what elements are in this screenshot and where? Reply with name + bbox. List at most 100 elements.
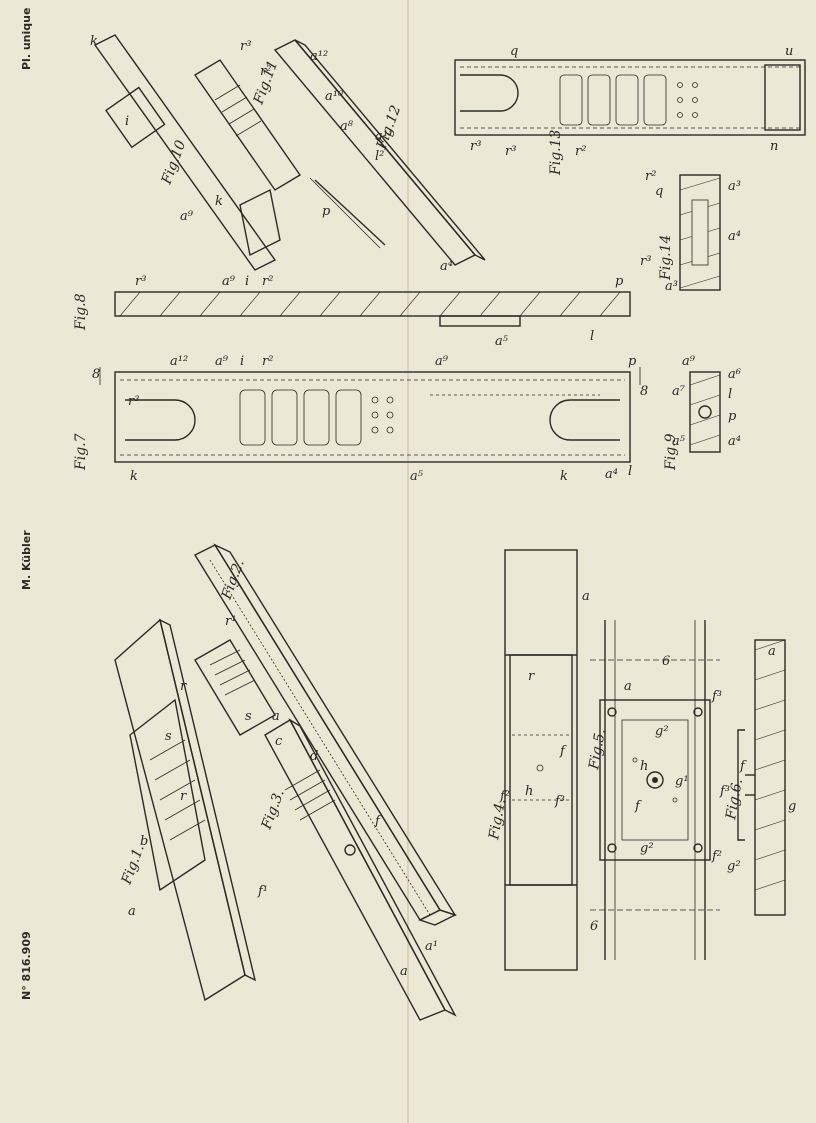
- label-p-fig12: p: [322, 204, 331, 219]
- fig1-label: Fig.1.: [118, 842, 147, 887]
- label-p-fig8: p: [615, 274, 624, 289]
- label-r-fig2: r: [180, 679, 187, 694]
- label-a3-fig14b: a³: [665, 279, 678, 294]
- label-a9-fig7b: a⁹: [435, 354, 449, 369]
- label-r3a-fig13: r³: [470, 139, 481, 154]
- label-k-fig10b: k: [215, 194, 223, 209]
- label-q-fig13: q: [510, 44, 518, 59]
- fig2-label: Fig.2.: [218, 557, 247, 602]
- label-a5-fig7: a⁵: [410, 469, 424, 484]
- fig8-label: Fig.8: [73, 293, 89, 331]
- fig3-label: Fig.3.: [258, 787, 287, 832]
- label-a6-fig9: a⁶: [728, 367, 741, 382]
- label-a5-fig9: a⁵: [672, 434, 686, 449]
- fig14-label: Fig.14: [658, 235, 674, 281]
- label-d-fig2: d: [310, 749, 318, 764]
- fig10-drawing: [93, 34, 281, 271]
- label-f3-fig5: f³: [711, 689, 722, 704]
- fig9-label: Fig.9: [663, 433, 679, 471]
- label-a8-fig12: a⁸: [340, 119, 354, 134]
- label-a9-fig8: a⁹: [222, 274, 236, 289]
- patent-number: N° 816.909: [20, 931, 33, 1000]
- label-i-fig7: i: [240, 354, 244, 369]
- label-g2b-fig5: g²: [640, 841, 654, 856]
- label-g-fig6: g: [788, 799, 796, 814]
- label-a-fig5: a: [624, 679, 632, 694]
- label-g1-fig5: g¹: [675, 774, 689, 789]
- label-a9-fig9: a⁹: [682, 354, 696, 369]
- label-r3-fig7: r³: [128, 394, 139, 409]
- label-a-fig3: a: [272, 709, 280, 724]
- fig12-drawing: [273, 39, 486, 266]
- fig11-drawing: [193, 59, 302, 191]
- label-r2-fig7: r²: [262, 354, 273, 369]
- fig4-drawing: [504, 549, 578, 971]
- label-s-fig2: s: [245, 709, 252, 724]
- fig9-drawing: [689, 371, 721, 453]
- plate-label: Pl. unique: [20, 8, 33, 70]
- label-f2-fig5: f²: [711, 849, 722, 864]
- label-r3b-fig13: r³: [505, 144, 516, 159]
- label-h-fig5: h: [640, 759, 648, 774]
- label-a3-fig14a: a³: [728, 179, 741, 194]
- label-a4-fig7: a⁴: [605, 467, 618, 482]
- label-r2-fig14: r²: [645, 169, 656, 184]
- label-r-fig4: r: [528, 669, 535, 684]
- label-a11-fig12: a¹¹: [375, 129, 393, 144]
- label-r2-fig8: r²: [262, 274, 273, 289]
- label-g2-fig6: g²: [727, 859, 741, 874]
- label-k-fig7b: k: [560, 469, 568, 484]
- label-s-fig1: s: [165, 729, 172, 744]
- label-a4-fig9: a⁴: [728, 434, 741, 449]
- fig7-label: Fig.7: [73, 433, 89, 471]
- label-p-fig9: p: [728, 409, 737, 424]
- fig12-label: Fig.12: [373, 103, 404, 152]
- fig10-label: Fig.10: [158, 138, 189, 187]
- label-f3-fig4: f³: [554, 794, 565, 809]
- label-r-fig1: r: [180, 789, 187, 804]
- label-u-fig13: u: [785, 44, 793, 59]
- label-r1-fig2: r¹: [225, 614, 236, 629]
- label-f1-fig3: f¹: [257, 884, 268, 899]
- fig5-label: Fig.5.: [586, 728, 609, 772]
- label-h-fig4: h: [525, 784, 533, 799]
- label-6a-fig5: 6: [662, 654, 670, 669]
- label-i-fig8: i: [245, 274, 249, 289]
- label-6b-fig5: 6: [590, 919, 598, 934]
- fig6-drawing: [737, 639, 786, 916]
- label-a-fig6: a: [768, 644, 776, 659]
- label-a5-fig8: a⁵: [495, 334, 509, 349]
- label-r3-fig14: r³: [640, 254, 651, 269]
- label-a9-fig10: a⁹: [180, 209, 194, 224]
- fig3-drawing: [264, 718, 457, 1021]
- fig1-drawing: [114, 618, 257, 1002]
- fig6-label: Fig.6.: [723, 778, 746, 822]
- label-l2-fig12: l²: [375, 149, 384, 164]
- label-l-fig9: l: [728, 387, 732, 402]
- fig14-drawing: [679, 174, 721, 291]
- label-f3-fig6: f³: [719, 784, 730, 799]
- label-a-fig2: a: [400, 964, 408, 979]
- label-f-fig3: f: [374, 814, 382, 829]
- label-l-fig7: l: [628, 464, 632, 479]
- label-a9-fig7a: a⁹: [215, 354, 229, 369]
- label-a4-fig14: a⁴: [728, 229, 741, 244]
- label-r3-fig8: r³: [135, 274, 146, 289]
- label-a10-fig12: a¹⁰: [325, 89, 344, 104]
- label-8a-fig7: 8: [92, 367, 100, 382]
- label-r2-fig13: r²: [575, 144, 586, 159]
- label-n-fig13: n: [770, 139, 778, 154]
- label-r2-fig11: r²: [260, 64, 271, 79]
- label-f-fig5: f: [634, 799, 642, 814]
- label-i-fig10: i: [125, 114, 129, 129]
- label-g2-fig5: g²: [655, 724, 669, 739]
- inventor-name: M. Kübler: [20, 530, 33, 590]
- fig4-label: Fig.4.: [486, 798, 509, 842]
- fig2-drawing: [194, 543, 457, 926]
- label-a-fig4: a: [582, 589, 590, 604]
- label-a1-fig2: a¹: [425, 939, 438, 954]
- label-c-fig2: c: [275, 734, 283, 749]
- label-a4-fig12: a⁴: [440, 259, 453, 274]
- label-a12-fig7: a¹²: [170, 354, 188, 369]
